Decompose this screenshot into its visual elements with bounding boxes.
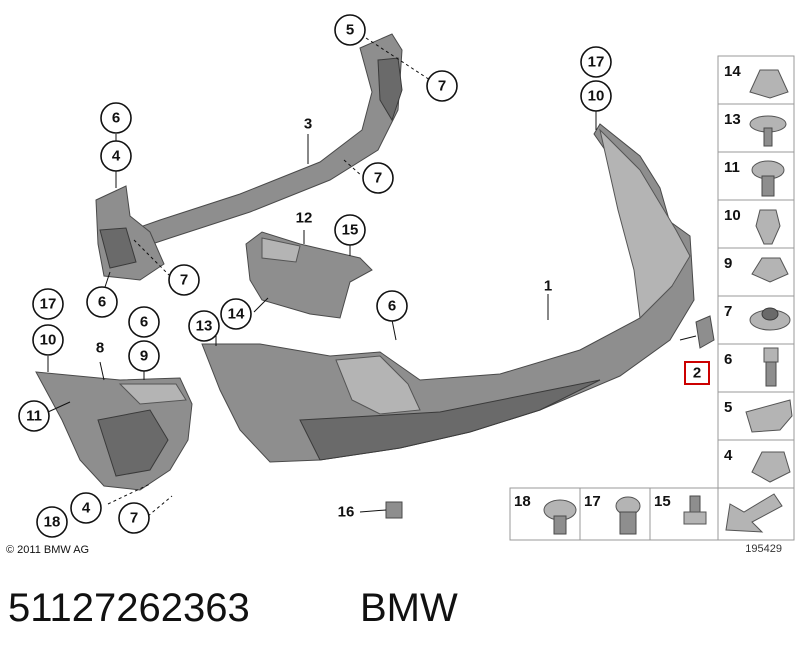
callout-10: 10 [32, 324, 64, 356]
callout-2-highlighted: 2 [684, 361, 710, 385]
callout-label: 2 [693, 365, 701, 382]
callout-label: 13 [196, 318, 213, 335]
callout-label: 6 [98, 294, 106, 311]
clip-nut-4-thumbnail [751, 451, 791, 483]
legend-number: 14 [724, 63, 741, 80]
part-16-nut [385, 501, 403, 519]
callout-15: 15 [334, 214, 366, 246]
callout-5: 5 [334, 14, 366, 46]
legend-number: 15 [654, 493, 671, 510]
callout-label: 10 [588, 88, 605, 105]
callout-9: 9 [128, 340, 160, 372]
small-part-2 [679, 315, 715, 349]
callout-label: 14 [228, 306, 245, 323]
callout-13: 13 [188, 310, 220, 342]
callout-label: 7 [180, 272, 188, 289]
callout-18: 18 [36, 506, 68, 538]
callout-label: 17 [40, 296, 57, 313]
copyright-text: © 2011 BMW AG [6, 544, 89, 556]
callout-label: 15 [342, 222, 359, 239]
label-16: 16 [338, 504, 355, 521]
legend-number: 7 [724, 303, 732, 320]
part-number: 51127262363 [8, 586, 250, 630]
callout-label: 17 [588, 54, 605, 71]
screw-18-thumbnail [543, 499, 577, 535]
legend-number: 13 [724, 111, 741, 128]
expanding-rivet-10-thumbnail [755, 209, 781, 245]
label-1: 1 [544, 278, 552, 295]
callout-6: 6 [100, 102, 132, 134]
callout-7: 7 [362, 162, 394, 194]
callout-7: 7 [168, 264, 200, 296]
callout-10: 10 [580, 80, 612, 112]
trim-piece-12 [245, 231, 373, 319]
callout-6: 6 [376, 290, 408, 322]
label-12: 12 [296, 210, 313, 227]
legend-number: 4 [724, 447, 733, 464]
legend-number: 11 [724, 159, 740, 176]
rear-bumper-cover [201, 123, 695, 463]
callout-14: 14 [220, 298, 252, 330]
stud-15-thumbnail [683, 495, 707, 525]
callout-4: 4 [100, 140, 132, 172]
callout-label: 6 [140, 314, 148, 331]
legend-number: 9 [724, 255, 732, 272]
legend-number: 5 [724, 399, 732, 416]
screw-13-thumbnail [749, 115, 787, 147]
callout-17: 17 [32, 288, 64, 320]
callout-label: 4 [82, 500, 91, 517]
diagram-number: 195429 [745, 543, 782, 555]
bumper-carrier-upper [125, 33, 403, 249]
callout-7: 7 [118, 502, 150, 534]
callout-6: 6 [86, 286, 118, 318]
callout-label: 4 [112, 148, 121, 165]
callout-label: 6 [388, 298, 396, 315]
legend-number: 6 [724, 351, 732, 368]
legend-number: 17 [584, 493, 601, 510]
callout-label: 18 [44, 514, 61, 531]
callout-11: 11 [18, 400, 50, 432]
callout-label: 7 [438, 78, 446, 95]
clip-nut-9-thumbnail [751, 257, 789, 283]
legend-number: 18 [514, 493, 531, 510]
leader-lines [47, 37, 597, 517]
callout-17: 17 [580, 46, 612, 78]
label-8: 8 [96, 340, 104, 357]
left-side-bracket [35, 371, 193, 491]
nut-7-thumbnail [749, 307, 791, 331]
clip-5-thumbnail [745, 399, 793, 433]
callout-7: 7 [426, 70, 458, 102]
bolt-17-thumbnail [615, 496, 641, 535]
legend-grid-bottom: 18 17 15 [509, 487, 795, 541]
legend-grid-right: 14 13 11 10 9 7 6 5 4 [717, 55, 795, 489]
screw-6-thumbnail [763, 347, 779, 387]
clip-nut-14-thumbnail [749, 69, 789, 99]
label-3: 3 [304, 116, 312, 133]
callout-label: 10 [40, 332, 57, 349]
brand-name: BMW [360, 586, 458, 630]
callout-label: 6 [112, 110, 120, 127]
callout-4: 4 [70, 492, 102, 524]
left-upper-bracket [95, 185, 165, 281]
callout-label: 9 [140, 348, 148, 365]
callout-label: 7 [130, 510, 138, 527]
legend-number: 10 [724, 207, 741, 224]
arrow-symbol-icon [725, 493, 783, 533]
callout-label: 11 [26, 408, 42, 425]
callout-label: 7 [374, 170, 382, 187]
callout-6: 6 [128, 306, 160, 338]
callout-label: 5 [346, 22, 354, 39]
screw-11-thumbnail [751, 160, 785, 197]
